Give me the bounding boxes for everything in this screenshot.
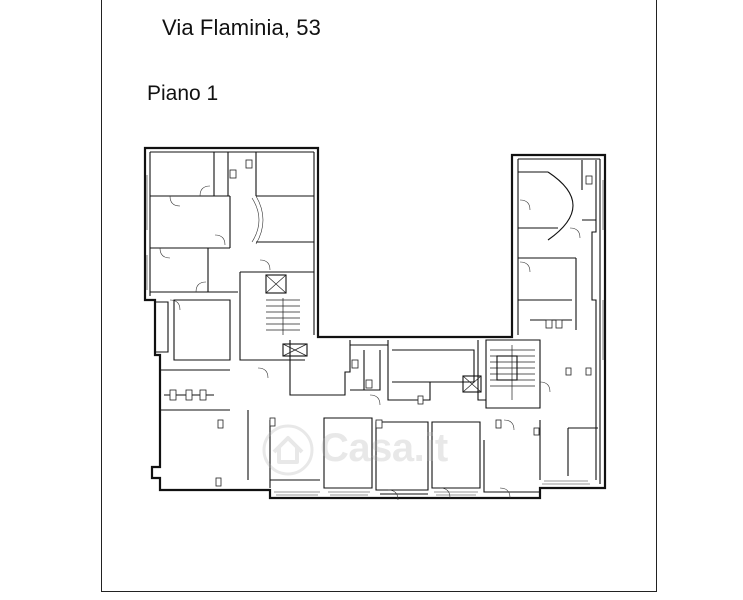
lower-rooms [247, 410, 598, 495]
drawing-sheet-border [101, 0, 657, 592]
central-corridor [289, 340, 486, 401]
watermark-brand: Casa.it [320, 426, 448, 470]
stair-block-right [485, 339, 541, 409]
house-icon [262, 424, 314, 476]
watermark: Casa.it [262, 420, 507, 480]
left-wing-rooms [149, 152, 315, 411]
door-swings [159, 185, 581, 501]
stair-block-left [265, 274, 308, 357]
exterior-windows [146, 175, 604, 496]
address-title: Via Flaminia, 53 [162, 15, 321, 40]
right-wing-rooms [517, 159, 596, 335]
fixtures [169, 159, 593, 487]
floor-label: Piano 1 [147, 82, 219, 105]
